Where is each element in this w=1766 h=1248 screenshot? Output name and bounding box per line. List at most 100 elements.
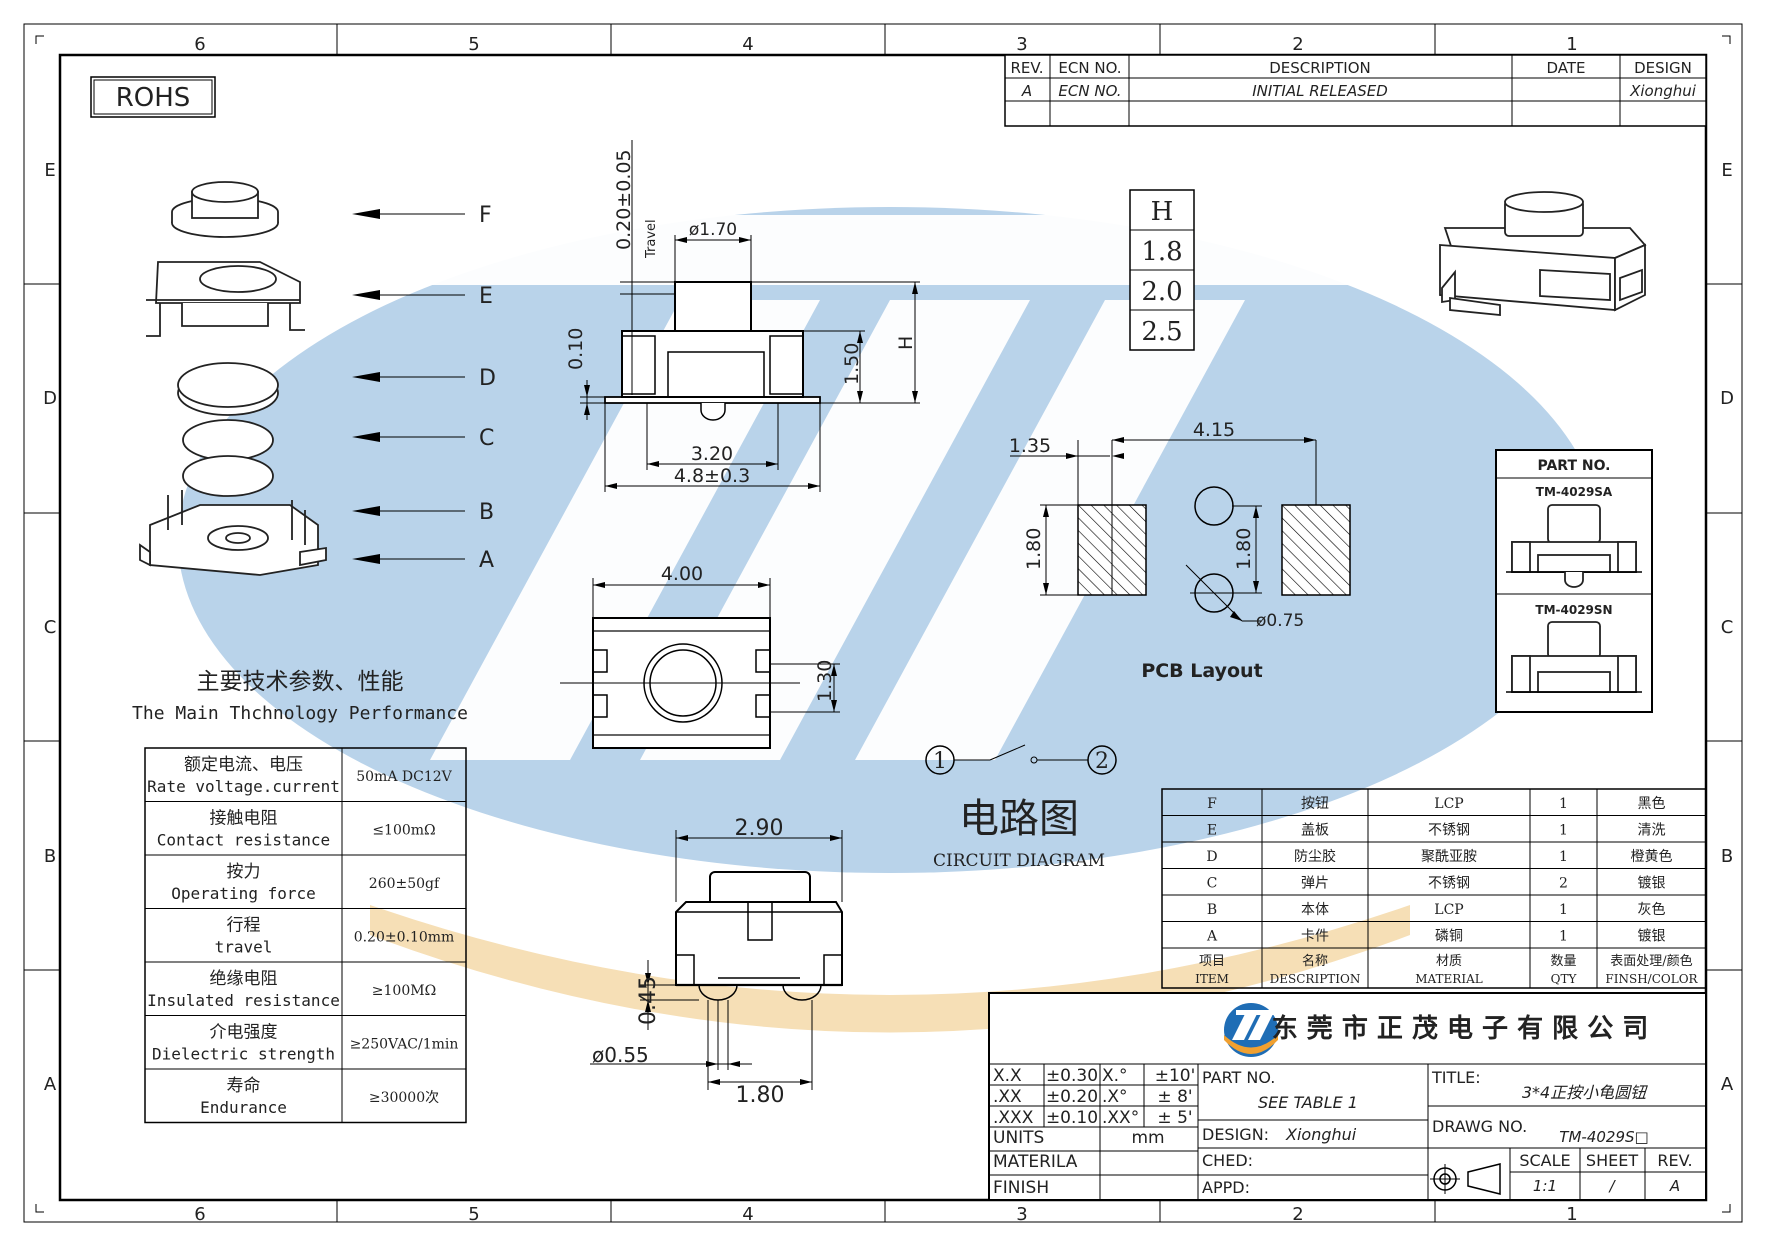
- perf-row-en: Endurance: [200, 1098, 287, 1117]
- tolerance-cell: .X°: [1102, 1087, 1128, 1107]
- perf-row-cn: 介电强度: [210, 1023, 278, 1043]
- part-no-box-title: PART NO.: [1537, 458, 1610, 474]
- zone-col-bottom-4: 3: [1016, 1204, 1027, 1225]
- bom-header-cn: 材质: [1436, 954, 1462, 969]
- zone-row-right-3: C: [1721, 617, 1734, 638]
- perf-row-cn: 行程: [227, 916, 261, 936]
- side-view: 0.20±0.05 Travel ø1.70 0.10 1.50 H 3.20 …: [565, 140, 920, 492]
- pcb-dim-415: 4.15: [1193, 419, 1235, 441]
- drawing-frame: [23, 23, 1743, 1223]
- height-table-header: H: [1151, 197, 1174, 227]
- zone-row-left-1: E: [44, 160, 55, 181]
- perf-row-value: ≥30000次: [369, 1090, 439, 1106]
- pcb-layout-title: PCB Layout: [1141, 660, 1262, 682]
- part-a-clip: [139, 543, 327, 567]
- sheet-value: /: [1607, 1177, 1616, 1195]
- bom-cell: 2: [1559, 876, 1568, 892]
- design-name: Xionghui: [1285, 1125, 1357, 1144]
- part-variant-sn-drawing: [1506, 621, 1642, 693]
- exploded-view: F E D C B A: [139, 181, 496, 576]
- zone-col-top-3: 4: [742, 34, 753, 55]
- perf-row-cn: 按力: [227, 862, 261, 882]
- scale-value: 1:1: [1533, 1177, 1557, 1195]
- zone-col-top-1: 6: [194, 34, 205, 55]
- front-dim-290: 2.90: [735, 816, 784, 841]
- height-table: H 1.8 2.0 2.5: [1129, 189, 1195, 351]
- finish-label: FINISH: [993, 1178, 1049, 1198]
- stem-diameter-text: ø1.70: [689, 220, 737, 240]
- title-value: 3*4正按小龟圆钮: [1522, 1083, 1648, 1102]
- zone-row-right-2: D: [1720, 388, 1734, 409]
- front-dim-055: ø0.55: [592, 1043, 649, 1067]
- zone-col-top-6: 1: [1566, 34, 1577, 55]
- height-value-3: 2.5: [1141, 317, 1182, 347]
- tolerance-cell: X.°: [1102, 1066, 1128, 1086]
- zone-col-top-2: 5: [468, 34, 479, 55]
- perf-row-value: ≥250VAC/1min: [350, 1037, 459, 1053]
- isometric-view: [1439, 191, 1647, 316]
- projection-symbol-icon: [1430, 1163, 1501, 1195]
- performance-section: 主要技术参数、性能 The Main Thchnology Performanc…: [132, 669, 468, 1124]
- company-logo: [1224, 1003, 1278, 1057]
- perf-row-value: 260±50gf: [369, 876, 441, 892]
- bom-cell: F: [1207, 796, 1217, 812]
- part-variant-sn: TM-4029SN: [1535, 603, 1612, 617]
- ecn-value: ECN NO.: [1058, 82, 1121, 100]
- perf-row-en: Dielectric strength: [152, 1045, 335, 1064]
- zone-col-bottom-2: 5: [468, 1204, 479, 1225]
- perf-row-cn: 寿命: [227, 1076, 261, 1096]
- bom-cell: 弹片: [1301, 876, 1329, 892]
- description-header: DESCRIPTION: [1269, 59, 1371, 77]
- zone-col-top-5: 2: [1292, 34, 1303, 55]
- bom-cell: LCP: [1434, 796, 1463, 812]
- rev-label: REV.: [1657, 1151, 1692, 1170]
- circuit-node-2: 2: [1095, 749, 1109, 774]
- perf-row-value: 0.20±0.10mm: [354, 930, 455, 946]
- zone-row-left-4: B: [44, 846, 56, 867]
- height-value-2: 2.0: [1141, 277, 1182, 307]
- perf-row-en: travel: [215, 938, 273, 957]
- rev-block-value: A: [1669, 1177, 1680, 1195]
- bom-cell: LCP: [1434, 902, 1463, 918]
- exploded-labels: F E D C B A: [352, 203, 496, 573]
- company-name: 东 莞 市 正 茂 电 子 有 限 公 司: [1272, 1013, 1649, 1044]
- bom-cell: D: [1206, 849, 1217, 865]
- zone-col-bottom-5: 2: [1292, 1204, 1303, 1225]
- zone-col-bottom-3: 4: [742, 1204, 753, 1225]
- bom-cell: 橙黄色: [1631, 848, 1673, 865]
- part-variant-sa: TM-4029SA: [1536, 485, 1613, 499]
- bom-cell: 1: [1559, 902, 1568, 918]
- pcb-dim-180-right: 1.80: [1233, 528, 1255, 570]
- label-a: A: [479, 548, 494, 573]
- pcb-pad-right: [1281, 504, 1351, 596]
- circuit-diagram: 1 2 电路图 CIRCUIT DIAGRAM: [925, 744, 1117, 871]
- perf-row-cn: 额定电流、电压: [184, 755, 303, 775]
- zone-row-left-2: D: [43, 388, 57, 409]
- dim-150-text: 1.50: [841, 343, 863, 385]
- bom-cell: 不锈钢: [1428, 876, 1470, 892]
- bom-header-en: DESCRIPTION: [1270, 972, 1361, 986]
- bom-cell: 不锈钢: [1428, 823, 1470, 839]
- zone-row-right-5: A: [1721, 1074, 1734, 1095]
- bom-header-cn: 项目: [1199, 954, 1225, 969]
- bom-cell: 1: [1559, 929, 1568, 945]
- units-label: UNITS: [993, 1128, 1044, 1148]
- ched-label: CHED:: [1202, 1151, 1253, 1170]
- perf-row-en: Insulated resistance: [147, 991, 340, 1010]
- top-dim-130: 1.30: [814, 660, 836, 702]
- front-view: 2.90 0.45 ø0.55 1.80: [590, 816, 843, 1108]
- circuit-title-cn: 电路图: [959, 796, 1079, 842]
- revision-block: REV. ECN NO. DESCRIPTION DATE DESIGN A E…: [1004, 54, 1707, 127]
- pcb-dim-180-left: 1.80: [1023, 528, 1045, 570]
- performance-title-en: The Main Thchnology Performance: [132, 703, 468, 724]
- part-number-box: PART NO. TM-4029SA TM-4029SN: [1495, 449, 1653, 713]
- description-value: INITIAL RELEASED: [1252, 82, 1388, 100]
- part-variant-sa-drawing: [1506, 504, 1642, 588]
- bom-cell: 黑色: [1638, 795, 1666, 812]
- bom-cell: E: [1207, 823, 1217, 839]
- part-no-value: SEE TABLE 1: [1258, 1093, 1358, 1112]
- zone-col-bottom-6: 1: [1566, 1204, 1577, 1225]
- tolerance-cell: .XXX: [993, 1108, 1034, 1128]
